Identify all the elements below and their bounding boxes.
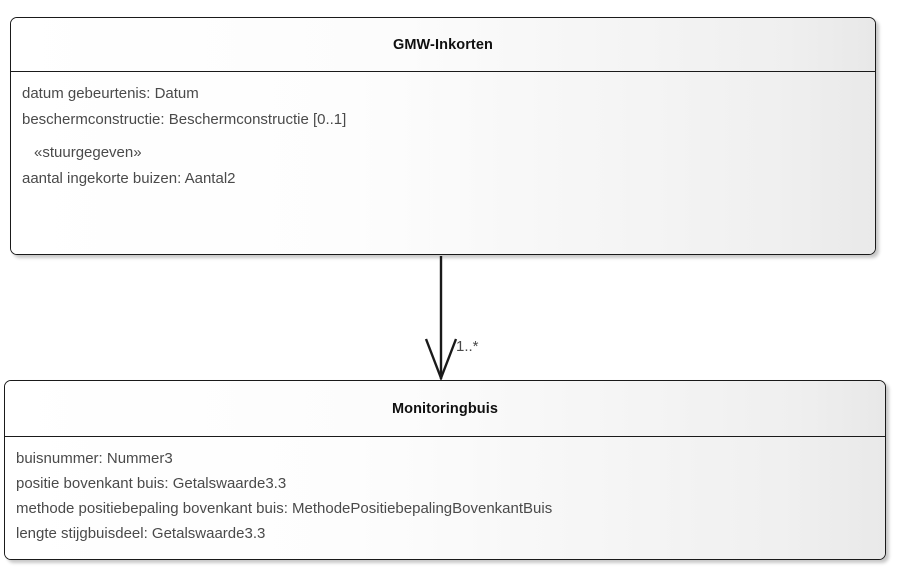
uml-attribute: methode positiebepaling bovenkant buis: … <box>16 500 553 517</box>
uml-attribute: beschermconstructie: Beschermconstructie… <box>22 111 347 128</box>
uml-class-gmw-inkorten[interactable]: GMW-Inkorten datum gebeurtenis: Datum be… <box>10 17 876 255</box>
uml-stereotype-label: «stuurgegeven» <box>34 144 142 161</box>
uml-attribute: buisnummer: Nummer3 <box>16 450 173 467</box>
uml-class-monitoringbuis[interactable]: Monitoringbuis buisnummer: Nummer3 posit… <box>4 380 886 560</box>
open-arrowhead-icon <box>424 338 458 382</box>
uml-attribute: datum gebeurtenis: Datum <box>22 85 199 102</box>
uml-class-title-monitoringbuis: Monitoringbuis <box>391 400 499 417</box>
uml-class-header-monitoringbuis: Monitoringbuis <box>5 381 885 437</box>
multiplicity-label: 1..* <box>456 338 479 355</box>
uml-attribute-compartment-gmw-inkorten: datum gebeurtenis: Datum beschermconstru… <box>11 72 875 254</box>
uml-attribute: lengte stijgbuisdeel: Getalswaarde3.3 <box>16 525 266 542</box>
uml-class-title-gmw-inkorten: GMW-Inkorten <box>393 36 493 53</box>
uml-attribute-compartment-monitoringbuis: buisnummer: Nummer3 positie bovenkant bu… <box>5 437 885 559</box>
uml-class-header-gmw-inkorten: GMW-Inkorten <box>11 18 875 72</box>
uml-attribute: aantal ingekorte buizen: Aantal2 <box>22 170 236 187</box>
uml-attribute: positie bovenkant buis: Getalswaarde3.3 <box>16 475 287 492</box>
